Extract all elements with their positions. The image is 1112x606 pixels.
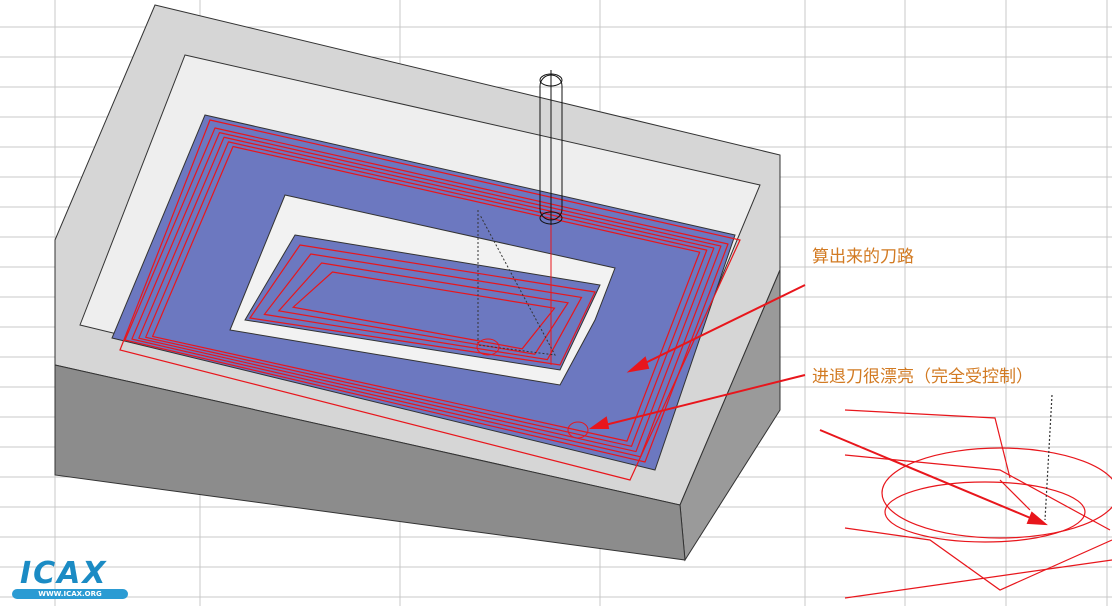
toolpath-outer-boundary (119, 119, 741, 481)
cutting-tool (539, 70, 563, 225)
toolpath (119, 119, 741, 481)
detail-inset (844, 394, 1112, 599)
icax-logo: ICAX WWW.ICAX.ORG (8, 556, 128, 602)
annotation-arrows (588, 284, 1048, 526)
workpiece-block (54, 4, 781, 562)
logo-name: ICAX (20, 556, 108, 591)
logo-url: WWW.ICAX.ORG (12, 589, 128, 599)
island-toolpath-loop (291, 271, 556, 350)
island-toolpath-loop (248, 244, 596, 366)
toolpath-loop (124, 127, 729, 463)
island-toolpath-loop (277, 262, 570, 355)
toolpath-annotation: 算出来的刀路 (812, 247, 914, 267)
entry-circle (476, 338, 500, 356)
toolpath-loop (131, 132, 722, 458)
entry-exit-annotation: 进退刀很漂亮（完全受控制） (812, 367, 1033, 387)
exit-circle (567, 421, 589, 439)
island-floor (244, 234, 601, 371)
block-front-face (54, 364, 686, 561)
island-toolpath-loop (263, 253, 583, 361)
rapid-move (477, 210, 556, 356)
toolpath-loop (145, 141, 708, 447)
toolpath-loop (152, 145, 701, 442)
